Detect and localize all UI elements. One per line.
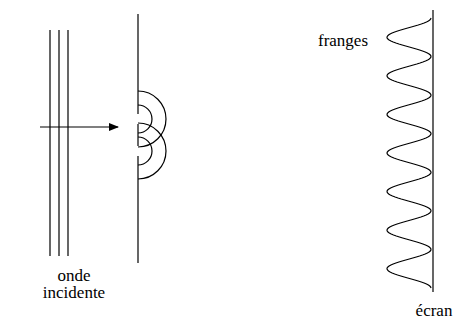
wavefront	[49, 30, 50, 256]
slit-wall	[137, 14, 138, 114]
fringe-label: franges	[318, 32, 368, 49]
propagation-arrow	[40, 126, 118, 127]
wave-label: onde incidente	[36, 267, 112, 301]
slit-wall	[137, 124, 138, 146]
diffracted-wave	[138, 123, 166, 179]
diffracted-wave	[138, 105, 152, 133]
diffracted-wave	[138, 137, 152, 165]
wavefront	[67, 30, 68, 256]
screen	[432, 10, 433, 292]
slit-wall	[137, 156, 138, 263]
fringe-curve	[387, 18, 431, 288]
screen-label: écran	[402, 302, 466, 319]
diffracted-wave	[138, 91, 166, 147]
wavefront	[58, 30, 59, 256]
